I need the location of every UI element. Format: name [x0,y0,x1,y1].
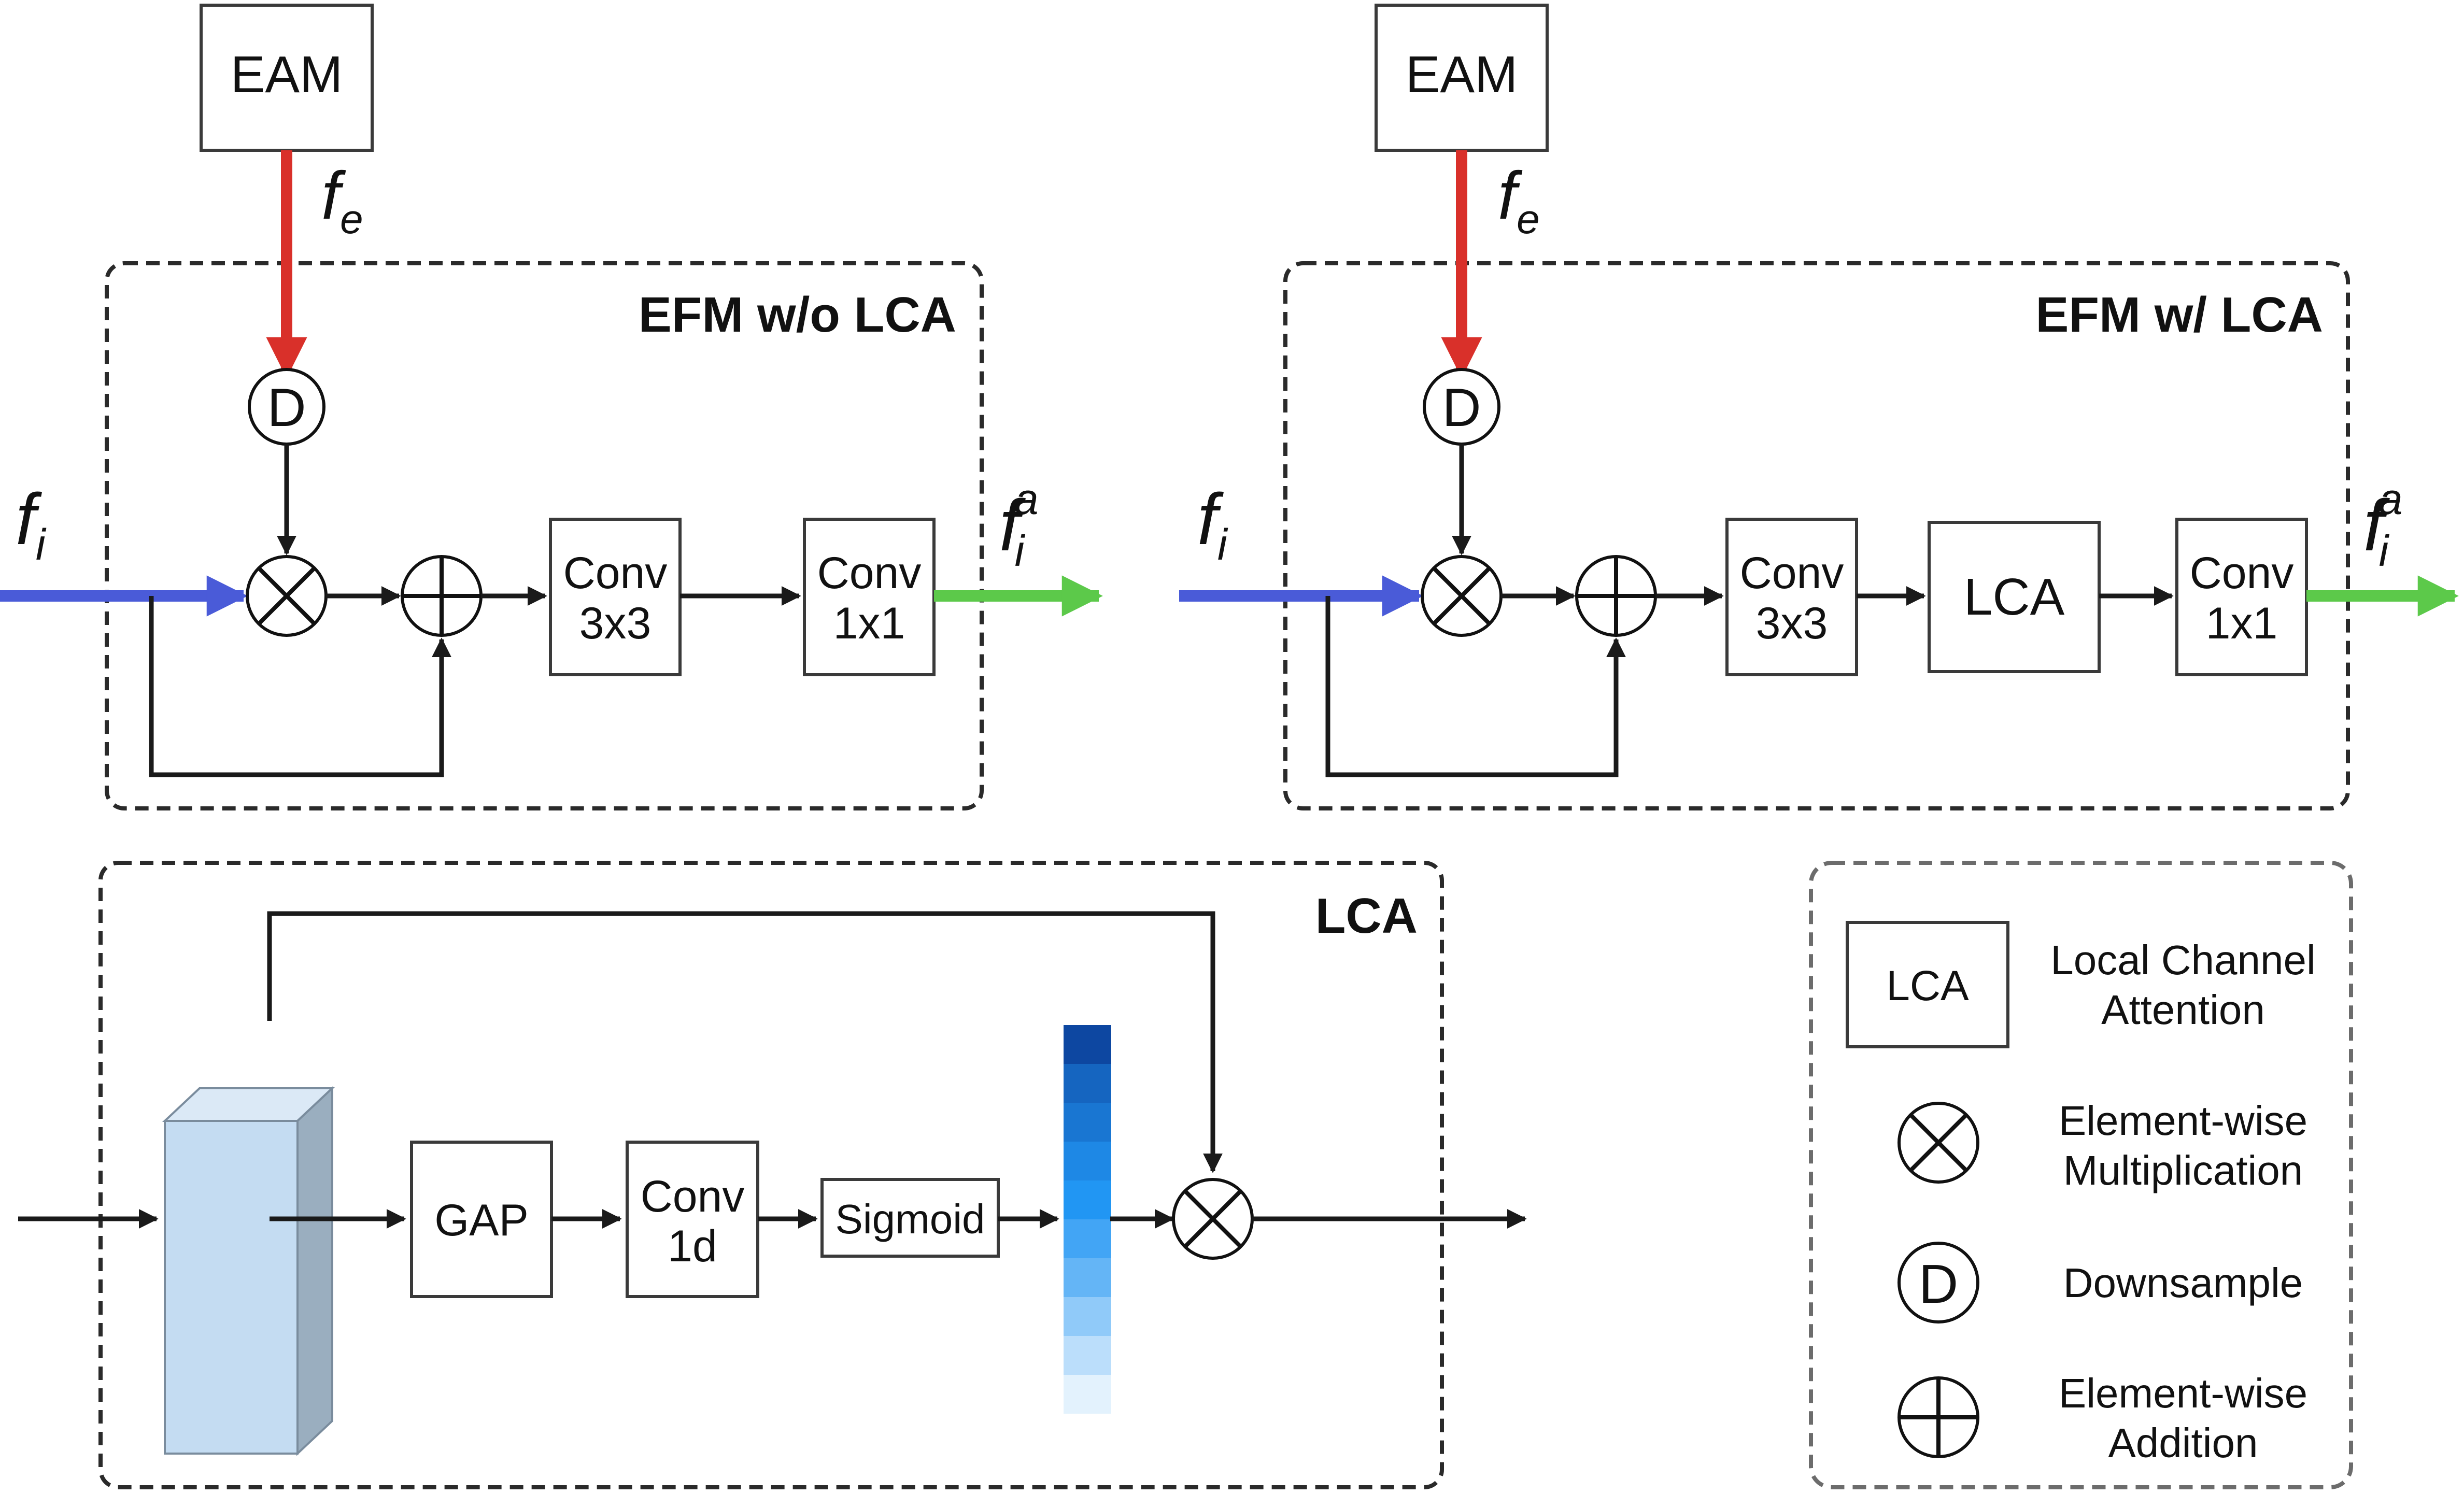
legend-add-desc-1: Element-wise [2059,1370,2307,1416]
multiply-node [246,555,328,637]
legend-mult-desc-1: Element-wise [2059,1098,2307,1144]
panel-border [98,861,1444,1489]
multiply-node [1421,555,1503,637]
gap-box [410,1141,553,1298]
conv-1x1-box [2175,518,2308,676]
conv-3x3-label-1: Conv [1740,548,1844,598]
legend-downsample-symbol: D [1919,1254,1959,1315]
attention-weight-cell [1064,1103,1111,1142]
panel-border [105,261,984,810]
add-node [401,555,483,637]
legend-mult-desc-2: Multiplication [2063,1147,2303,1193]
lca-label: LCA [1964,568,2065,626]
legend-lca-symbol: LCA [1886,962,1969,1009]
conv-3x3-label-2: 3x3 [579,599,652,648]
skip-connection [149,596,451,777]
legend-lca-desc-1: Local Channel [2050,937,2315,983]
conv-3x3-box [549,518,682,676]
legend-down-desc: Downsample [2063,1260,2303,1306]
skip-connection [1325,596,1626,777]
legend-add-desc-2: Addition [2108,1420,2258,1466]
legend: LCA Local Channel Attention Element-wise… [1809,861,2353,1489]
downsample-symbol: D [1442,378,1481,438]
conv-3x3-box [1725,518,1858,676]
attention-weight-cell [1064,1142,1111,1180]
conv-1x1-label-1: Conv [817,548,922,598]
edge-feature-label: fe [1498,158,1540,242]
legend-multiply-icon [1897,1102,1979,1184]
attention-weight-cell [1064,1219,1111,1258]
panel-efm-with-lca: EFM w/ LCA EAM fe D fi Conv 3x3 LCA [1179,4,2459,810]
feature-map-block [162,1086,335,1456]
input-feature-label: fi [1197,478,1228,569]
conv1d-label-1: Conv [641,1172,745,1221]
input-feature-label: fi [16,478,47,569]
attention-weight-vector [1064,1025,1111,1414]
legend-add-icon [1897,1376,1979,1458]
attention-weight-cell [1064,1336,1111,1375]
panel-title: EFM w/ LCA [2035,287,2323,343]
attention-weight-cell [1064,1180,1111,1219]
conv-1x1-label-2: 1x1 [833,599,905,648]
eam-label: EAM [231,46,343,104]
attention-weight-cell [1064,1064,1111,1103]
legend-border [1809,861,2353,1489]
conv1d-label-2: 1d [668,1221,717,1271]
sigmoid-label: Sigmoid [835,1196,985,1242]
eam-label: EAM [1406,46,1518,104]
attention-weight-cell [1064,1297,1111,1336]
attention-weight-cell [1064,1375,1111,1414]
panel-border [1283,261,2350,810]
panel-title: EFM w/o LCA [639,287,956,343]
sigmoid-box [820,1178,1000,1258]
conv-1x1-box [803,518,936,676]
eam-box [1375,4,1549,152]
conv-1x1-label-2: 1x1 [2206,599,2278,648]
edge-feature-label: fe [321,158,363,242]
panel-title: LCA [1315,888,1418,944]
gap-label: GAP [434,1196,529,1245]
identity-branch [267,911,1223,1173]
panel-efm-without-lca: EFM w/o LCA EAM fe D fi Conv 3x3 Conv 1x… [0,4,1103,810]
attention-weight-cell [1064,1025,1111,1064]
conv1d-box [626,1141,759,1298]
attention-weight-cell [1064,1258,1111,1297]
legend-downsample-icon [1897,1242,1979,1324]
legend-lca-box [1846,921,2009,1048]
add-node [1575,555,1657,637]
legend-lca-desc-2: Attention [2101,987,2265,1033]
feature-map-front [164,1120,299,1455]
conv-3x3-label-2: 3x3 [1756,599,1828,648]
downsample-symbol: D [267,378,306,438]
panel-lca: LCA GAP Conv 1d Sigmoid [18,861,1527,1489]
conv-1x1-label-1: Conv [2190,548,2294,598]
multiply-node [1172,1178,1254,1260]
conv-3x3-label-1: Conv [563,548,668,598]
